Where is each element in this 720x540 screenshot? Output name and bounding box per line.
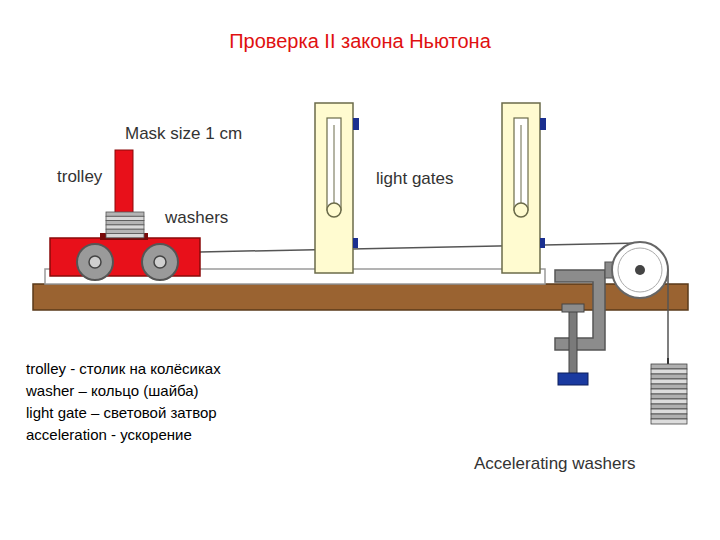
illustration-circle [635, 265, 645, 275]
glossary-line: washer – кольцо (шайба) [26, 382, 199, 399]
illustration-rect [651, 409, 687, 414]
illustration-rect [651, 414, 687, 419]
illustration-rect [651, 394, 687, 399]
illustration-circle [154, 256, 166, 268]
thread-vertical [667, 270, 669, 358]
trolley-label: trolley [57, 167, 102, 186]
illustration-line [334, 125, 335, 205]
illustration-rect [502, 103, 540, 273]
illustration-circle [612, 242, 668, 298]
illustration-rect [651, 384, 687, 389]
illustration-rect [562, 304, 584, 312]
washers-label-place: washers [165, 208, 228, 228]
illustration-rect [651, 369, 687, 374]
illustration-g [651, 364, 687, 424]
glossary-line: acceleration - ускорение [26, 426, 192, 443]
illustration-rect [106, 229, 144, 233]
glossary-line: trolley - столик на колёсиках [26, 360, 221, 377]
illustration-rect [106, 221, 144, 225]
illustration-rect [106, 234, 144, 238]
glossary-line: light gate – световой затвор [26, 404, 217, 421]
illustration-circle [89, 256, 101, 268]
illustration-rect [106, 212, 144, 216]
illustration-rect [106, 225, 144, 229]
mask-label-place: Mask size 1 cm [125, 124, 242, 144]
illustration-path [555, 270, 605, 350]
mask-label: Mask size 1 cm [125, 124, 242, 143]
illustration-rect [514, 118, 528, 210]
light-gates-label: light gates [376, 169, 454, 188]
illustration-rect [569, 310, 577, 374]
trolley-washers [106, 212, 144, 238]
illustration-rect [651, 419, 687, 424]
illustration-rect [315, 103, 353, 273]
washers-label: washers [165, 208, 228, 227]
illustration-rect [651, 399, 687, 404]
light-gates-label-place: light gates [376, 169, 454, 189]
accelerating-washers-label: Accelerating washers [474, 454, 636, 473]
illustration-rect [651, 379, 687, 384]
title: Проверка II закона Ньютона [229, 30, 491, 52]
title-place: Проверка II закона Ньютона [0, 30, 720, 53]
illustration-rect [651, 374, 687, 379]
hanging-washers [651, 358, 687, 424]
illustration-path [667, 358, 669, 364]
illustration-circle [327, 203, 341, 217]
illustration-rect [327, 118, 341, 210]
illustration-rect [115, 150, 133, 216]
illustration-rect [353, 118, 359, 130]
illustration-rect [353, 238, 358, 248]
pulley [612, 242, 668, 298]
trolley-label-place: trolley [57, 167, 102, 187]
illustration-circle [618, 248, 662, 292]
glossary-line-place: washer – кольцо (шайба) [26, 382, 199, 400]
glossary-line-place: acceleration - ускорение [26, 426, 192, 444]
bench-board [33, 284, 688, 310]
illustration-rect [651, 404, 687, 409]
illustration-circle [142, 244, 178, 280]
illustration-rect [100, 233, 148, 240]
illustration-rect [651, 389, 687, 394]
illustration-circle [77, 244, 113, 280]
illustration-line [521, 125, 522, 205]
illustration-rect [558, 373, 588, 385]
illustration-rect [540, 118, 546, 130]
glossary-line-place: light gate – световой затвор [26, 404, 217, 422]
thread [200, 243, 640, 252]
illustration-rect [540, 238, 545, 248]
glossary-line-place: trolley - столик на колёсиках [26, 360, 221, 378]
illustration-circle [514, 203, 528, 217]
illustration-rect [106, 216, 144, 220]
light-gate [502, 103, 546, 273]
illustration-rect [651, 364, 687, 369]
light-gate [315, 103, 359, 273]
accelerating-washers-label-place: Accelerating washers [474, 454, 636, 474]
